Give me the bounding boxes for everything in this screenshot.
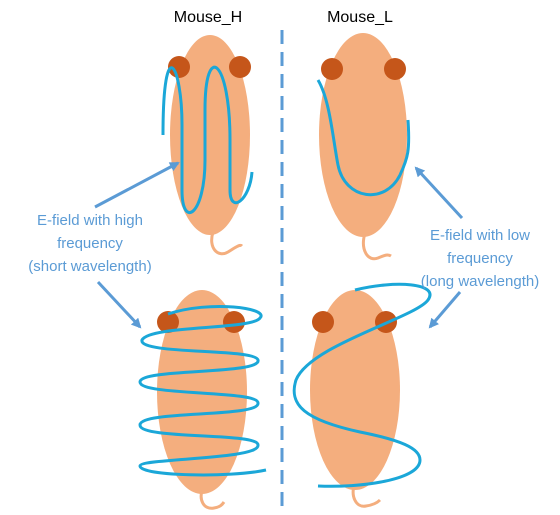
arrow-to-bottom-left-wave bbox=[98, 282, 140, 327]
annotation-high-frequency: E-field with high frequency (short wavel… bbox=[28, 163, 178, 327]
mouse-ear-right bbox=[223, 311, 245, 333]
mouse-ear-left bbox=[321, 58, 343, 80]
mouse-ear-right bbox=[229, 56, 251, 78]
mouse-bottom-right bbox=[294, 284, 430, 506]
annotation-high-line-1: E-field with high bbox=[37, 212, 143, 229]
mouse-ear-left bbox=[312, 311, 334, 333]
annotation-high-line-2: frequency bbox=[57, 235, 123, 252]
mouse-tail bbox=[363, 233, 391, 259]
mouse-ear-right bbox=[384, 58, 406, 80]
title-mouse-h: Mouse_H bbox=[174, 9, 242, 26]
mouse-tail bbox=[212, 232, 242, 254]
annotation-low-line-2: frequency bbox=[447, 250, 513, 267]
title-mouse-l: Mouse_L bbox=[327, 9, 393, 26]
annotation-low-line-1: E-field with low bbox=[430, 227, 530, 244]
mouse-bottom-left bbox=[140, 290, 266, 508]
arrow-to-top-right-wave bbox=[416, 168, 462, 218]
annotation-low-line-3: (long wavelength) bbox=[421, 273, 539, 290]
arrow-to-bottom-right-wave bbox=[430, 292, 460, 327]
arrow-to-top-left-wave bbox=[95, 163, 178, 207]
mouse-top-left bbox=[163, 35, 252, 254]
mouse-top-right bbox=[318, 33, 409, 259]
annotation-low-frequency: E-field with low frequency (long wavelen… bbox=[416, 168, 539, 327]
annotation-high-line-3: (short wavelength) bbox=[28, 258, 151, 275]
